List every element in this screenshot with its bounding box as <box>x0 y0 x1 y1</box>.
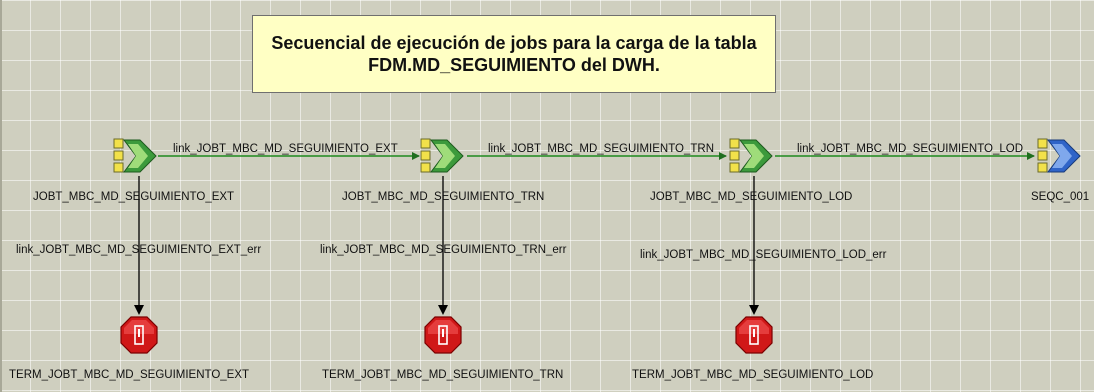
terminator-stop-icon[interactable] <box>120 316 158 354</box>
job-activity-icon[interactable] <box>112 136 158 176</box>
error-link-label-lod: link_JOBT_MBC_MD_SEGUIMIENTO_LOD_err <box>640 249 887 261</box>
job-activity-icon[interactable] <box>728 136 774 176</box>
job-label-lod: JOBT_MBC_MD_SEGUIMIENTO_LOD <box>650 191 853 203</box>
link-label-ext: link_JOBT_MBC_MD_SEGUIMIENTO_EXT <box>173 143 398 155</box>
terminator-label-ext: TERM_JOBT_MBC_MD_SEGUIMIENTO_EXT <box>9 369 250 381</box>
terminator-label-lod: TERM_JOBT_MBC_MD_SEGUIMIENTO_LOD <box>632 369 874 381</box>
error-link-label-trn: link_JOBT_MBC_MD_SEGUIMIENTO_TRN_err <box>320 244 567 256</box>
sequencer-label: SEQC_001 <box>1031 191 1090 203</box>
annotation-line-2: FDM.MD_SEGUIMIENTO del DWH. <box>368 55 660 75</box>
terminator-label-trn: TERM_JOBT_MBC_MD_SEGUIMIENTO_TRN <box>322 369 564 381</box>
sequencer-icon[interactable] <box>1036 136 1082 176</box>
annotation-note[interactable]: Secuencial de ejecución de jobs para la … <box>252 15 776 93</box>
job-activity-icon[interactable] <box>419 136 465 176</box>
job-label-ext: JOBT_MBC_MD_SEGUIMIENTO_EXT <box>33 191 235 203</box>
terminator-stop-icon[interactable] <box>424 316 462 354</box>
terminator-stop-icon[interactable] <box>735 316 773 354</box>
link-label-lod: link_JOBT_MBC_MD_SEGUIMIENTO_LOD <box>797 143 1024 155</box>
job-label-trn: JOBT_MBC_MD_SEGUIMIENTO_TRN <box>342 191 545 203</box>
annotation-line-1: Secuencial de ejecución de jobs para la … <box>271 33 757 53</box>
link-label-trn: link_JOBT_MBC_MD_SEGUIMIENTO_TRN <box>488 143 714 155</box>
error-link-label-ext: link_JOBT_MBC_MD_SEGUIMIENTO_EXT_err <box>16 244 262 256</box>
